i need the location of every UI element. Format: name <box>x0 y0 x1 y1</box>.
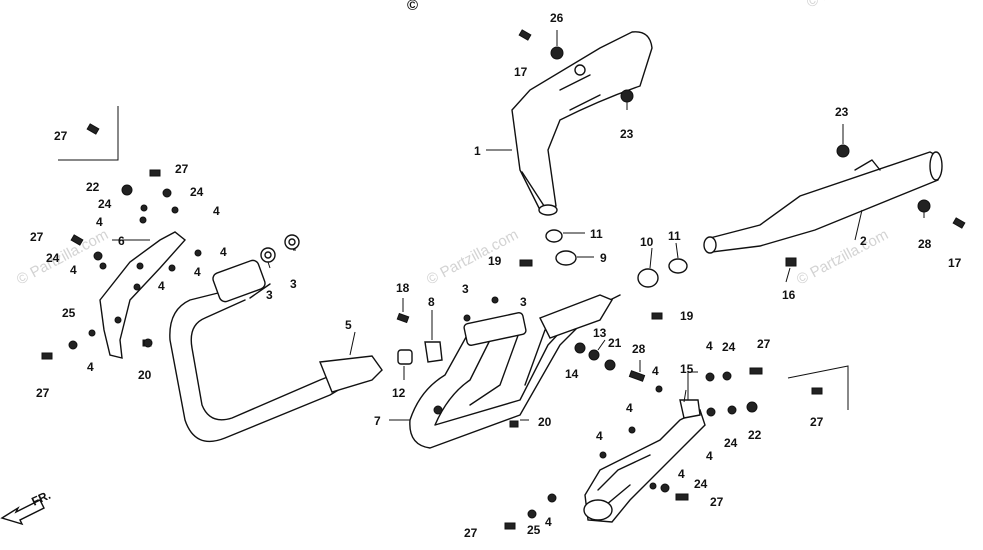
callout-27-g: 27 <box>710 495 724 509</box>
callout-22-b: 22 <box>748 428 762 442</box>
callout-5: 5 <box>345 318 352 332</box>
callout-8: 8 <box>428 295 435 309</box>
callout-24-a: 24 <box>98 197 112 211</box>
washers <box>68 46 931 519</box>
callout-17-b: 17 <box>948 256 962 270</box>
callout-24-f: 24 <box>694 477 708 491</box>
callout-14: 14 <box>565 367 579 381</box>
callout-26-a: 26 <box>550 11 564 25</box>
callout-27-e: 27 <box>757 337 771 351</box>
joint-pipe-15-drawing[interactable] <box>583 399 706 523</box>
callout-28-b: 28 <box>918 237 932 251</box>
callout-4-c: 4 <box>70 263 77 277</box>
callout-4-m: 4 <box>678 467 685 481</box>
callout-25-b: 25 <box>527 523 541 537</box>
callout-11-a: 11 <box>590 227 603 241</box>
top-copyright-mark: © <box>407 0 418 14</box>
callout-4-b: 4 <box>213 204 220 218</box>
callout-17-a: 17 <box>514 65 528 79</box>
callout-28-a: 28 <box>632 342 646 356</box>
seal-11-a[interactable] <box>545 229 563 243</box>
callout-27-b: 27 <box>175 162 189 176</box>
callout-3-d: 3 <box>520 295 527 309</box>
callout-27-f: 27 <box>810 415 824 429</box>
callout-12: 12 <box>392 386 406 400</box>
callout-15: 15 <box>680 362 694 376</box>
callout-27-d: 27 <box>36 386 50 400</box>
callout-9: 9 <box>600 251 607 265</box>
callout-4-d: 4 <box>220 245 227 259</box>
exhaust-pipe-7-drawing[interactable] <box>409 294 621 449</box>
watermark-top-right: © Partzilla.com <box>804 0 901 12</box>
callout-3-b: 3 <box>290 277 297 291</box>
callout-27-c: 27 <box>30 230 44 244</box>
callout-4-g: 4 <box>87 360 94 374</box>
muffler-1-drawing[interactable] <box>511 31 653 216</box>
callout-21: 21 <box>608 336 622 350</box>
callout-6: 6 <box>118 234 125 248</box>
collar-12[interactable] <box>397 349 413 365</box>
callout-4-n: 4 <box>545 515 552 529</box>
watermarks: © Partzilla.com © Partzilla.com © Partzi… <box>14 0 901 289</box>
callout-25-a: 25 <box>62 306 76 320</box>
bolts <box>41 29 966 530</box>
callout-4-j: 4 <box>626 401 633 415</box>
callout-4-a: 4 <box>96 215 103 229</box>
callout-24-c: 24 <box>46 251 60 265</box>
callout-18: 18 <box>396 281 410 295</box>
callout-2: 2 <box>860 234 867 248</box>
callout-27-a: 27 <box>54 129 68 143</box>
callout-1: 1 <box>474 144 481 158</box>
callout-19-a: 19 <box>488 254 502 268</box>
callout-20-a: 20 <box>138 368 152 382</box>
callout-24-d: 24 <box>722 340 736 354</box>
callout-4-e: 4 <box>194 265 201 279</box>
watermark-right: © Partzilla.com <box>794 226 891 288</box>
bracket-lines <box>58 106 849 410</box>
callout-20-b: 20 <box>538 415 552 429</box>
callout-24-e: 24 <box>724 436 738 450</box>
exhaust-pipe-5-drawing[interactable] <box>169 259 383 443</box>
front-direction-label: FR. <box>29 488 52 509</box>
callout-4-l: 4 <box>596 429 603 443</box>
gasket-9[interactable] <box>555 250 577 266</box>
leader-lines <box>112 30 925 421</box>
callout-23-a: 23 <box>620 127 634 141</box>
clamp-8[interactable] <box>424 341 443 363</box>
callout-4-k: 4 <box>706 449 713 463</box>
callout-4-h: 4 <box>652 364 659 378</box>
callout-22-a: 22 <box>86 180 100 194</box>
muffler-2-drawing[interactable] <box>703 151 943 254</box>
callout-3-c: 3 <box>462 282 469 296</box>
callout-4-f: 4 <box>158 279 165 293</box>
callout-4-i: 4 <box>706 339 713 353</box>
bracket-6-drawing[interactable] <box>99 231 187 359</box>
callout-27-h: 27 <box>464 526 478 540</box>
front-direction-arrow: FR. <box>0 488 53 526</box>
watermark-center: © Partzilla.com <box>424 226 521 288</box>
callout-16: 16 <box>782 288 796 302</box>
callout-19-b: 19 <box>680 309 694 323</box>
callout-11-b: 11 <box>668 229 681 243</box>
callout-3-a: 3 <box>266 288 273 302</box>
callout-13: 13 <box>593 326 607 340</box>
band-10[interactable] <box>637 268 659 288</box>
callout-23-b: 23 <box>835 105 849 119</box>
callout-10: 10 <box>640 235 654 249</box>
callout-7: 7 <box>374 414 381 428</box>
seal-11-b[interactable] <box>668 258 688 274</box>
callout-24-b: 24 <box>190 185 204 199</box>
small-parts <box>41 29 966 530</box>
